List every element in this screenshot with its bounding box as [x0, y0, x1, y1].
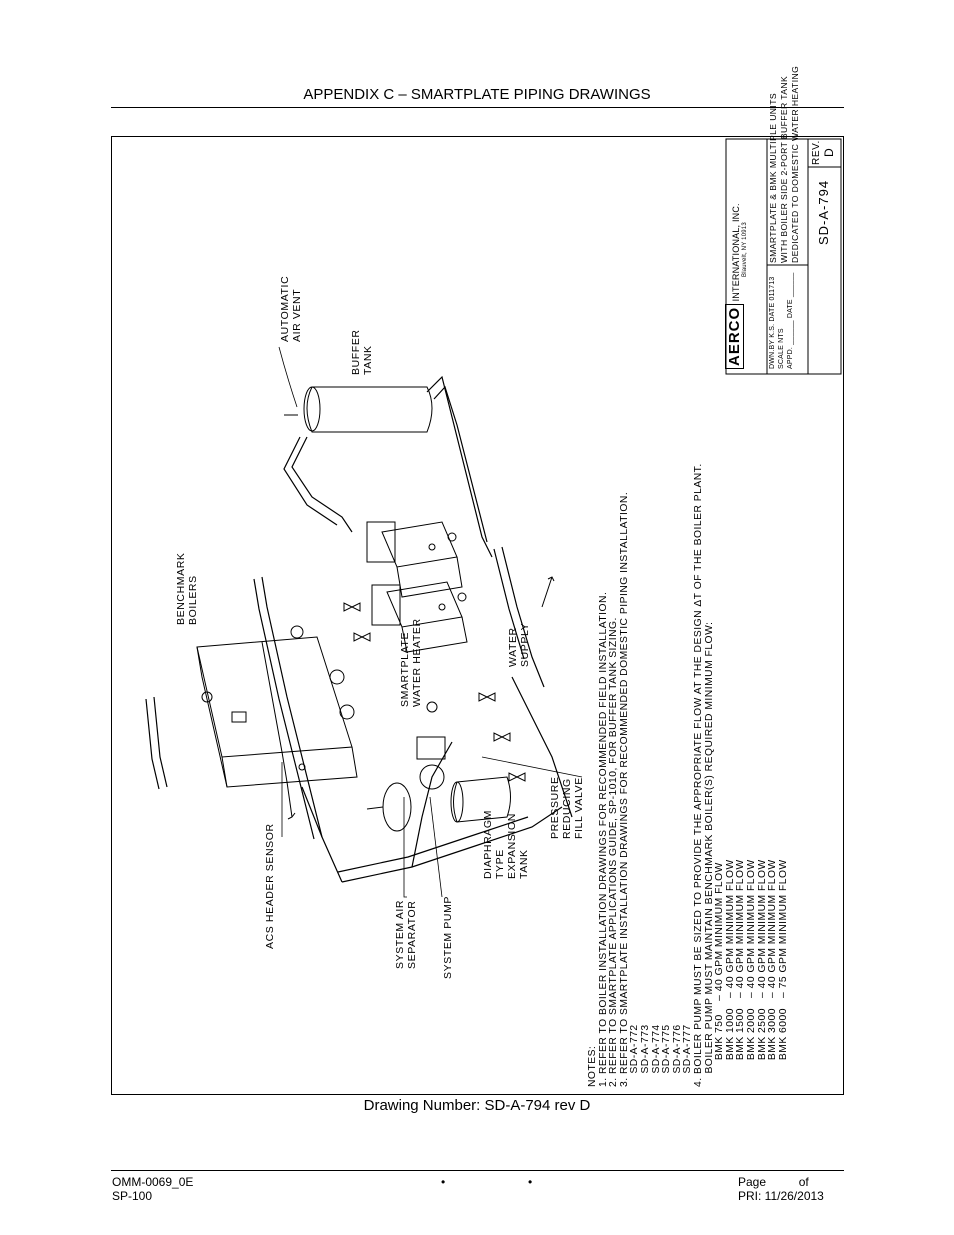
- title-block-description: SMARTPLATE & BMK MULTIPLE UNITS WITH BOI…: [768, 65, 800, 263]
- label-water-supply: WATER SUPPLY: [507, 622, 531, 667]
- footer-pri: PRI: 11/26/2013: [738, 1189, 824, 1203]
- header-rule: [111, 107, 844, 108]
- note-item: 4. BOILER PUMP MUST BE SIZED TO PROVIDE …: [692, 463, 704, 1087]
- note-item: SD-A-773: [639, 1024, 651, 1087]
- note-item: SD-A-775: [661, 1024, 673, 1087]
- pipe-runs: [145, 375, 573, 883]
- system-pump-shape: [416, 736, 446, 790]
- note-item: 3. REFER TO SMARTPLATE INSTALLATION DRAW…: [618, 491, 630, 1087]
- note-item: BMK 2000 – 40 GPM MINIMUM FLOW: [745, 859, 757, 1087]
- label-benchmark-boilers: BENCHMARK BOILERS: [175, 552, 199, 626]
- drawing-frame: AUTOMATIC AIR VENT BUFFER TANK BENCHMARK…: [111, 66, 844, 1095]
- drawing-caption: Drawing Number: SD-A-794 rev D: [363, 1097, 591, 1114]
- rev-value: D: [822, 147, 836, 157]
- flow-arrows: [286, 576, 555, 820]
- air-separator-shape: [366, 782, 412, 832]
- footer-page: Page of: [738, 1175, 809, 1189]
- label-buffer-tank: BUFFER TANK: [350, 329, 374, 375]
- of-label: of: [798, 1175, 809, 1189]
- piping-diagram: [145, 138, 842, 898]
- title-block-drawing-number: SD-A-794: [816, 179, 831, 245]
- page-title: APPENDIX C – SMARTPLATE PIPING DRAWINGS: [303, 86, 651, 103]
- title-block-rev: REV. D: [811, 140, 836, 165]
- label-system-air-separator: SYSTEM AIR SEPARATOR: [394, 899, 418, 969]
- footer-bullet-1: •: [441, 1175, 446, 1189]
- drawing-notes: NOTES: 1. REFER TO BOILER INSTALLATION D…: [587, 463, 789, 1087]
- footer-left: OMM-0069_0E SP-100: [112, 1175, 193, 1203]
- footer-rule: [111, 1170, 844, 1171]
- title-block-frame: [725, 138, 842, 375]
- title-block-company: AERCO INTERNATIONAL, INC. Blauvelt, NY 1…: [725, 203, 750, 369]
- label-smartplate-water-heater: SMARTPLATE WATER HEATER: [399, 618, 423, 707]
- note-item: BMK 6000 – 75 GPM MINIMUM FLOW: [777, 859, 789, 1087]
- benchmark-boiler-units: [196, 625, 358, 788]
- note-item: SD-A-772: [629, 1024, 641, 1087]
- aerco-logo: AERCO: [725, 303, 744, 369]
- company-name: INTERNATIONAL, INC.: [731, 203, 741, 302]
- expansion-tank-shape: [450, 776, 511, 823]
- series: SP-100: [112, 1189, 153, 1203]
- note-item: SD-A-774: [650, 1024, 662, 1087]
- footer-bullet-2: •: [528, 1175, 533, 1189]
- label-acs-header-sensor: ACS HEADER SENSOR: [264, 823, 276, 949]
- page-label: Page: [738, 1175, 767, 1189]
- smartplate-units: [366, 521, 468, 653]
- title-block-signoff: DWN.BY K.S. DATE 011713 SCALE NTS APPD. …: [769, 272, 794, 369]
- leader-lines: [278, 346, 583, 898]
- doc-id: OMM-0069_0E: [112, 1175, 194, 1189]
- note-item: SD-A-776: [671, 1024, 683, 1087]
- buffer-tank-shape: [284, 386, 433, 433]
- notes-heading: NOTES:: [587, 1045, 598, 1087]
- valves: [298, 602, 526, 782]
- label-diaphragm-expansion-tank: DIAPHRAGM TYPE EXPANSION TANK: [482, 810, 530, 879]
- label-pressure-reducing-fill-valve: PRESSURE REDUCING FILL VALVE: [549, 776, 585, 839]
- label-system-pump: SYSTEM PUMP: [442, 895, 454, 979]
- label-automatic-air-vent: AUTOMATIC AIR VENT: [279, 275, 303, 342]
